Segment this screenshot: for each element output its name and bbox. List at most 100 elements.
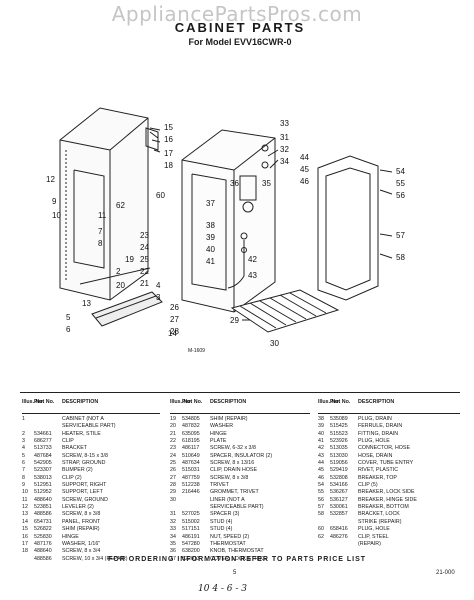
front-panel-drawing bbox=[91, 291, 163, 327]
cell-desc: SPACER (3) bbox=[210, 511, 240, 518]
callout: 13 bbox=[82, 299, 91, 308]
cell-desc: FITTING, DRAIN bbox=[358, 430, 399, 437]
cell-part: 532808 bbox=[330, 474, 348, 481]
cell-no: 10 bbox=[22, 489, 28, 496]
cabinet-body bbox=[59, 107, 151, 301]
cell-desc: SHIM (REPAIR) bbox=[210, 416, 248, 422]
cell-desc: SCREW, 8-15 x 3/8 bbox=[62, 452, 108, 459]
cell-part: 542905 bbox=[34, 460, 52, 467]
callout: 46 bbox=[300, 177, 309, 186]
callout: 26 bbox=[170, 303, 179, 312]
cell-no: 43 bbox=[318, 452, 324, 459]
cell-no: 12 bbox=[22, 504, 28, 511]
callout: 7 bbox=[98, 227, 103, 236]
callout: 57 bbox=[396, 231, 405, 240]
cell-part: 534805 bbox=[182, 416, 200, 422]
cell-part: 686277 bbox=[34, 438, 52, 445]
callout: 22 bbox=[140, 267, 149, 276]
watermark: AppliancePartsPros.com bbox=[111, 2, 363, 26]
cell-desc: SCREW, 8 x 3/8 bbox=[210, 474, 249, 481]
cell-no: 9 bbox=[22, 482, 25, 489]
cell-part: 534166 bbox=[330, 482, 348, 489]
cell-desc: HOSE, DRAIN bbox=[358, 452, 393, 459]
header-desc: DESCRIPTION bbox=[210, 399, 247, 405]
cell-no: 42 bbox=[318, 445, 324, 452]
cell-desc: (REPAIR) bbox=[358, 540, 381, 547]
page-title: CABINET PARTS bbox=[174, 20, 306, 35]
callout: 2 bbox=[116, 267, 121, 276]
cell-no: 5 bbox=[22, 452, 25, 459]
cell-desc: TRIVET bbox=[210, 482, 229, 489]
callout: 15 bbox=[164, 123, 173, 132]
cell-part: 216446 bbox=[182, 489, 200, 496]
callout: 40 bbox=[206, 245, 215, 254]
callout: 3 bbox=[156, 293, 161, 302]
cell-part: 513035 bbox=[330, 445, 348, 452]
cell-desc: CLIP (5) bbox=[358, 482, 378, 489]
cell-part: 488640 bbox=[34, 548, 52, 555]
cell-part: 487634 bbox=[182, 460, 200, 467]
cell-no bbox=[170, 504, 182, 511]
callout: 35 bbox=[262, 179, 271, 188]
callout: 29 bbox=[230, 316, 239, 325]
cell-part: 522013 bbox=[182, 555, 200, 562]
cell-no: 57 bbox=[318, 504, 324, 511]
cell-no: 7 bbox=[22, 467, 25, 474]
column-header: Illus. No.Part No.DESCRIPTION bbox=[22, 399, 160, 414]
cell-part: 523926 bbox=[330, 438, 348, 445]
cell-desc: SERVICEABLE PART) bbox=[210, 504, 264, 511]
cell-desc: PLUG, HOLE bbox=[358, 438, 390, 445]
cell-desc: WASHER, 1/16" bbox=[62, 540, 101, 547]
cell-no: 35 bbox=[170, 540, 176, 547]
cell-part: 547280 bbox=[182, 540, 200, 547]
callout: 41 bbox=[206, 257, 215, 266]
page-number: 5 bbox=[233, 570, 237, 576]
cell-desc: COVER, LOCK STRIKE bbox=[210, 555, 267, 562]
cell-part: 487684 bbox=[34, 452, 52, 459]
cell-no: 58 bbox=[318, 511, 324, 518]
cell-part bbox=[34, 416, 62, 423]
cell-part: 538013 bbox=[34, 474, 52, 481]
table-row: SERVICEABLE PART) bbox=[170, 504, 310, 511]
callout: 28 bbox=[170, 327, 179, 336]
callout: 17 bbox=[164, 149, 173, 158]
cell-desc: BRACKET bbox=[62, 445, 88, 452]
cell-no: 20 bbox=[170, 423, 176, 430]
liner-drawing bbox=[181, 129, 276, 313]
cell-no: 19 bbox=[170, 416, 176, 422]
cell-desc: CABINET (NOT A bbox=[62, 416, 104, 422]
cell-no: 1 bbox=[22, 416, 25, 422]
cell-no: 16 bbox=[22, 533, 28, 540]
ordering-note: FOR ORDERING INFORMATION REFER TO PARTS … bbox=[107, 556, 367, 563]
callout: 20 bbox=[116, 281, 125, 290]
cell-desc: SUPPORT, RIGHT bbox=[62, 482, 107, 489]
table-row: 19 534805 SHIM (REPAIR) bbox=[170, 416, 310, 423]
cell-part: 510649 bbox=[182, 452, 200, 459]
cell-no: 18 bbox=[22, 548, 28, 555]
hinge-assembly-drawing bbox=[145, 127, 159, 151]
cell-no: 41 bbox=[318, 438, 324, 445]
cell-desc: WASHER bbox=[210, 423, 234, 430]
callout: 60 bbox=[156, 191, 165, 200]
cell-part: 535089 bbox=[330, 416, 348, 422]
cell-desc: CONNECTOR, HOSE bbox=[358, 445, 410, 452]
cell-part bbox=[182, 497, 210, 504]
header-no: Illus. No. bbox=[22, 399, 45, 405]
cell-part: 654731 bbox=[34, 518, 52, 525]
cell-part: 513030 bbox=[330, 452, 348, 459]
callout: 32 bbox=[280, 145, 289, 154]
cell-no: 38 bbox=[318, 416, 324, 422]
